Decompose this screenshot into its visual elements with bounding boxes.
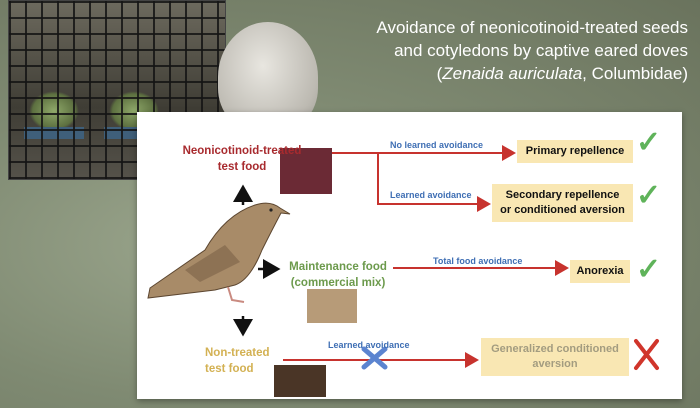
title-line-1: Avoidance of neonicotinoid-treated seeds <box>376 18 688 37</box>
path-label-learned: Learned avoidance <box>390 190 472 200</box>
species-name: Zenaida auriculata <box>442 64 583 83</box>
path-label-learned-2: Learned avoidance <box>328 340 410 350</box>
dove-illustration <box>147 202 291 303</box>
maintenance-food-label: Maintenance food(commercial mix) <box>289 261 387 289</box>
outcome-primary-repellence: Primary repellence <box>517 140 633 163</box>
path-label-total: Total food avoidance <box>433 256 523 266</box>
path-label-no-learned: No learned avoidance <box>390 140 484 150</box>
cross-icon <box>634 339 659 370</box>
outcome-anorexia: Anorexia <box>570 260 630 283</box>
check-icon: ✓ <box>636 253 662 286</box>
page-title: Avoidance of neonicotinoid-treated seeds… <box>376 16 688 85</box>
seed-images <box>274 148 357 397</box>
title-line-2: and cotyledons by captive eared doves <box>394 41 688 60</box>
blocked-x-icon <box>361 346 388 370</box>
check-icon: ✓ <box>636 126 662 159</box>
check-icon: ✓ <box>636 179 662 212</box>
arrow-secondary <box>377 153 491 212</box>
title-line-3: (Zenaida auriculata, Columbidae) <box>436 64 688 83</box>
